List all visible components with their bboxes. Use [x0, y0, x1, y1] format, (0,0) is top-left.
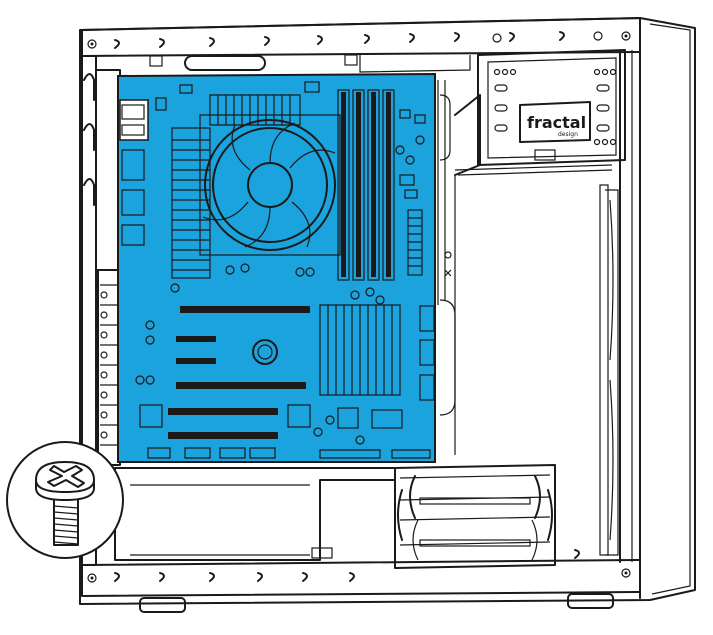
bottom-rail-slots [87, 549, 631, 583]
cable-management-area [437, 80, 613, 455]
front-panel-fans [599, 184, 619, 556]
ram-slots [337, 89, 395, 281]
screw-icon [35, 461, 95, 546]
screw-callout [6, 441, 124, 559]
drive-bay-upper: fractal design [454, 49, 626, 176]
chipset-heatsink [319, 304, 401, 396]
brand-logo: fractal [527, 113, 586, 132]
brand-logo-subtext: design [558, 131, 578, 138]
cpu-cooler-fan-icon [199, 114, 341, 256]
psu-bay [114, 467, 396, 561]
rear-expansion-covers [83, 69, 121, 466]
motherboard [117, 72, 436, 463]
drive-bay-lower [394, 464, 556, 569]
case-foot-right [567, 593, 614, 609]
vrm-heatsink [171, 94, 301, 279]
top-rail-slots [87, 31, 631, 73]
case-chassis [79, 17, 696, 613]
pcie-slots [168, 306, 310, 439]
case-foot-left [139, 597, 186, 613]
cmos-battery [252, 339, 278, 365]
